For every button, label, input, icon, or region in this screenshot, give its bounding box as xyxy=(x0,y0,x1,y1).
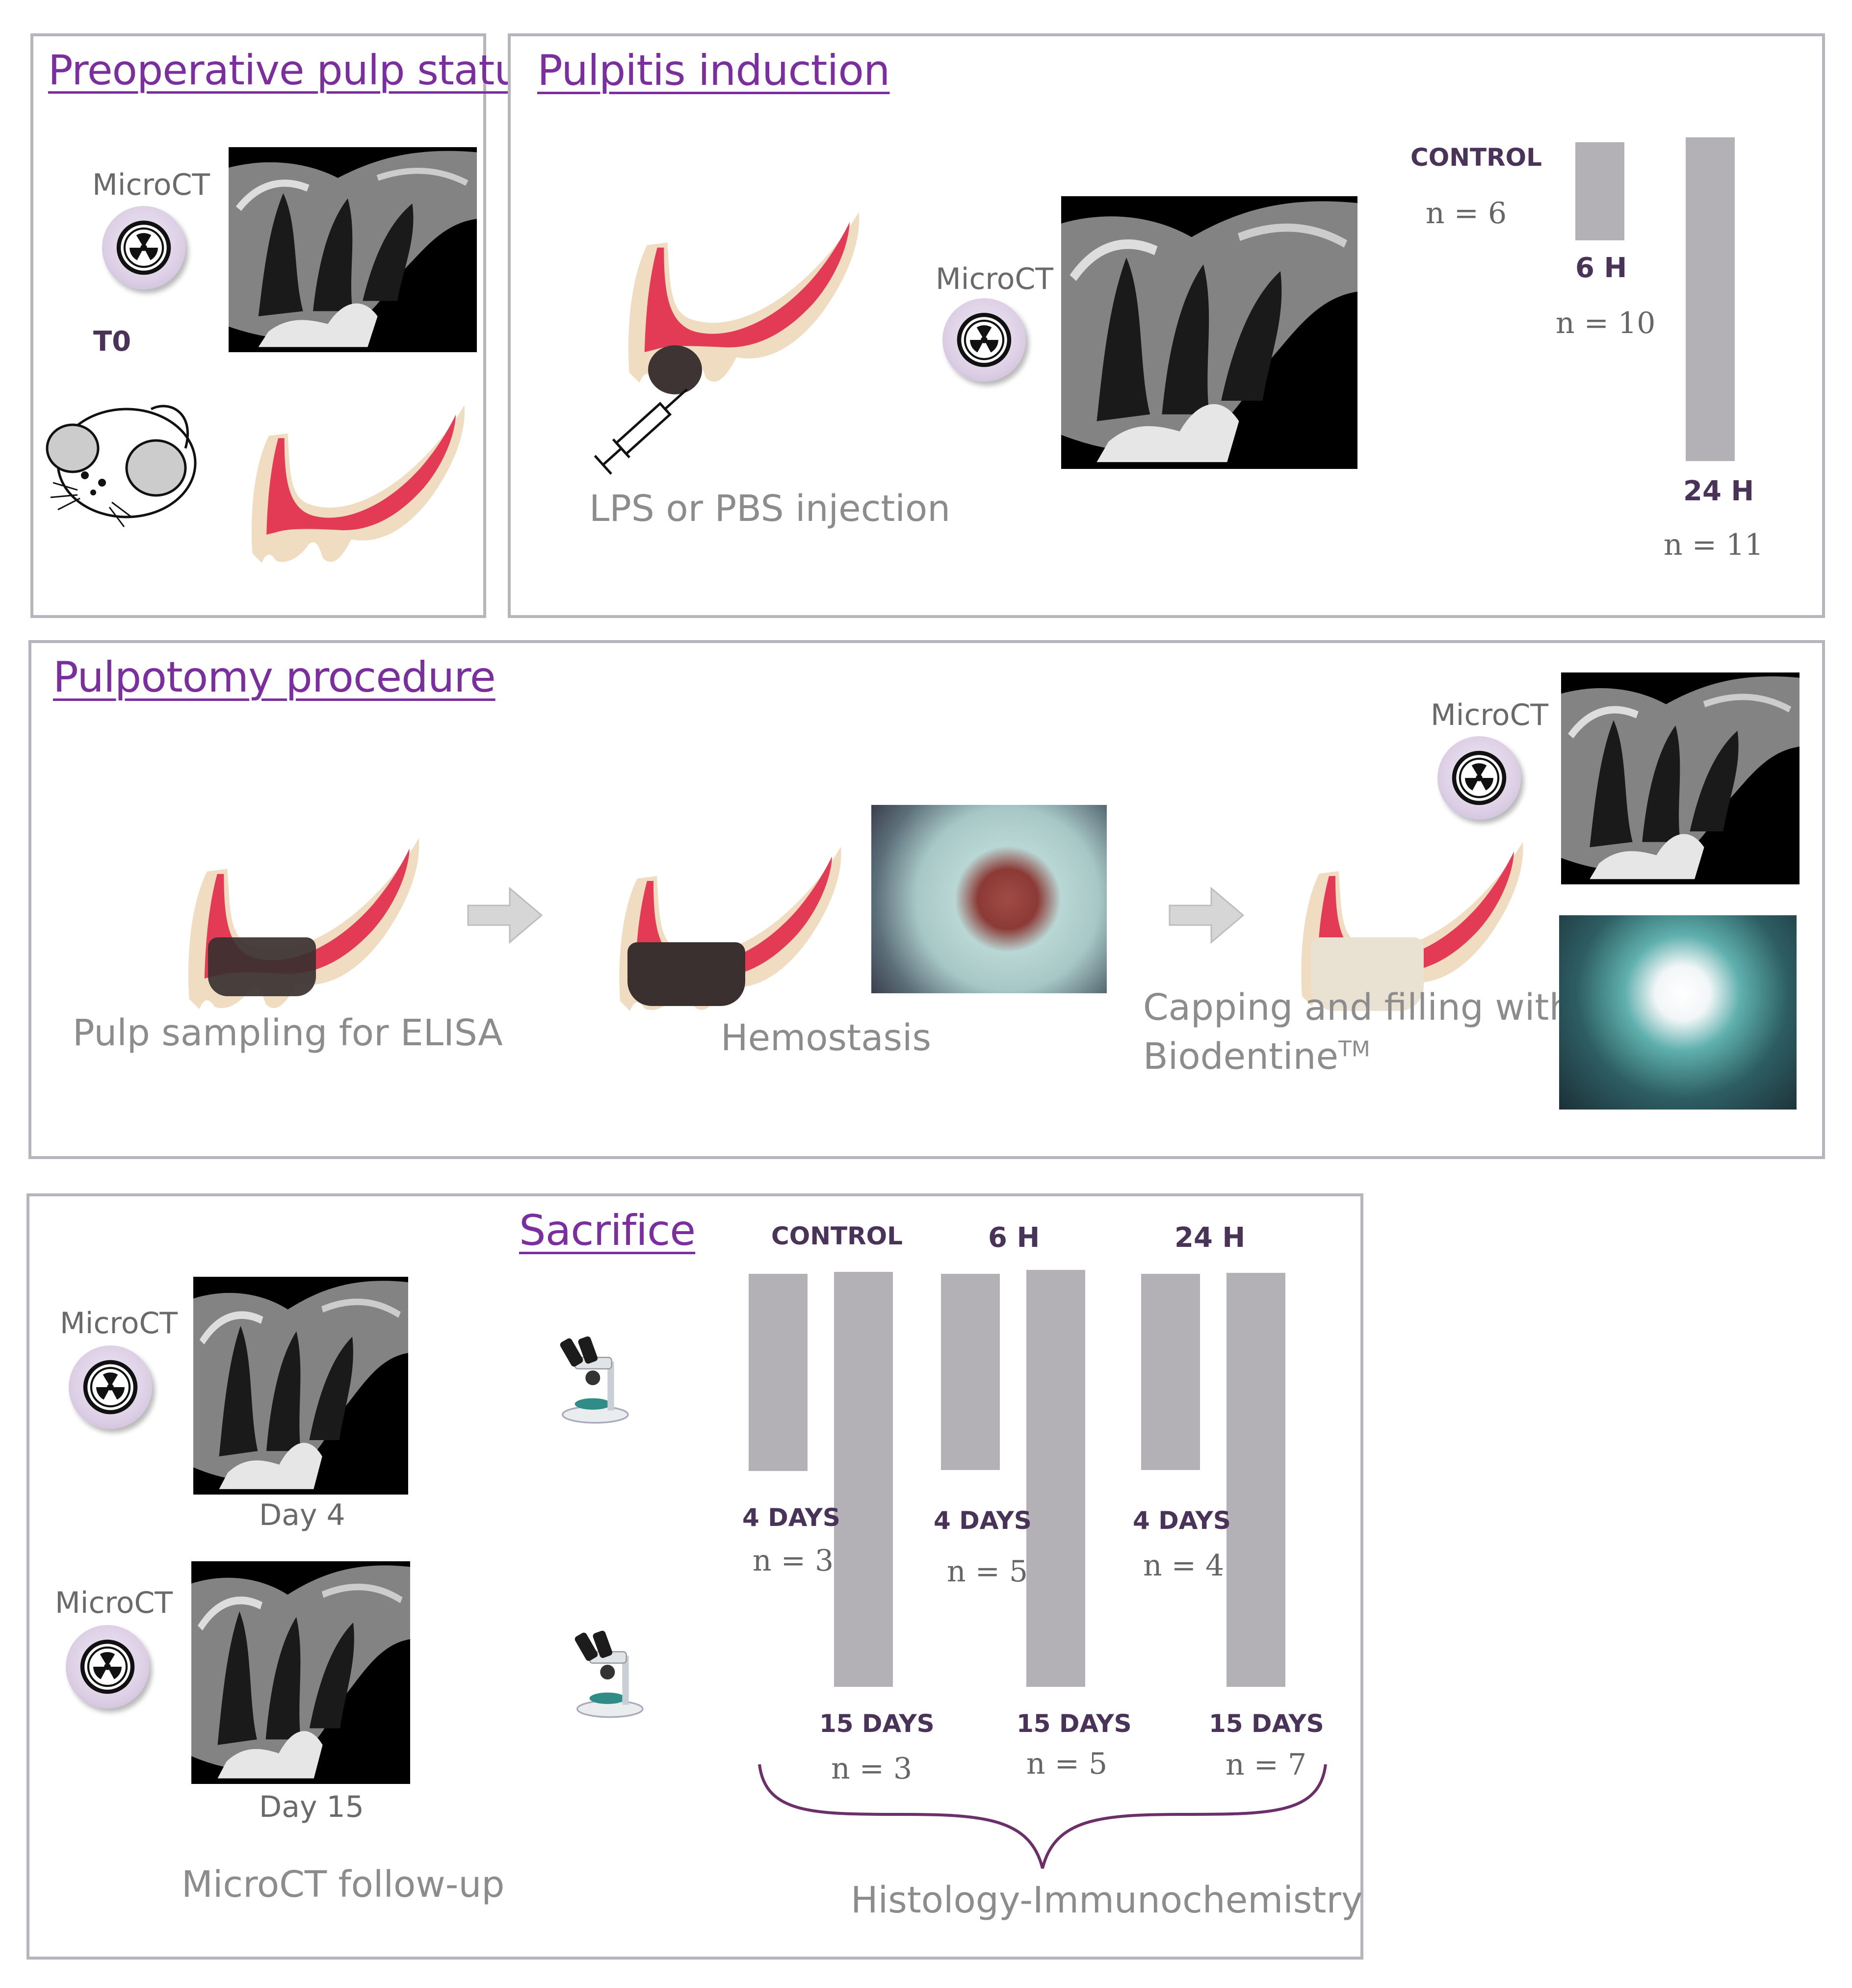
radiation-icon xyxy=(66,1625,149,1708)
24h-15days-n: n = 7 xyxy=(1226,1748,1307,1782)
pulpitis-24h-label: 24 H xyxy=(1683,475,1754,507)
pulpitis-6h-bar xyxy=(1575,142,1624,240)
preop-ct-image xyxy=(229,147,477,352)
24h-15days-bar xyxy=(1226,1273,1285,1687)
day15-ct-image xyxy=(191,1561,410,1784)
6h-15days-bar xyxy=(1026,1270,1085,1687)
pulpotomy-title: Pulpotomy procedure xyxy=(53,653,496,702)
pulpotomy-panel: Pulpotomy procedure Pulp sampling for EL… xyxy=(28,640,1825,1159)
radiation-icon xyxy=(69,1345,152,1429)
pulpotomy-ct-image xyxy=(1561,672,1800,884)
pulpotomy-microct-label: MicroCT xyxy=(1431,698,1549,732)
microscope-icon xyxy=(564,1623,648,1721)
sacrifice-6h-label: 6 H xyxy=(988,1222,1040,1254)
radiation-icon xyxy=(1437,736,1521,820)
brace-icon xyxy=(756,1760,1330,1873)
6h-4days-bar xyxy=(941,1274,1000,1470)
sacrifice-microct-label-a: MicroCT xyxy=(60,1306,178,1341)
injection-label: LPS or PBS injection xyxy=(589,488,951,530)
arrow-right-icon xyxy=(1165,883,1248,947)
control-4days-bar xyxy=(749,1274,808,1471)
pulpitis-title: Pulpitis induction xyxy=(537,46,890,95)
step-2-label: Hemostasis xyxy=(721,1017,932,1059)
day15-label: Day 15 xyxy=(259,1790,364,1824)
24h-4days-n: n = 4 xyxy=(1143,1549,1225,1583)
day4-ct-image xyxy=(193,1277,408,1495)
6h-15days-n: n = 5 xyxy=(1026,1747,1108,1781)
6h-4days-label: 4 DAYS xyxy=(934,1506,1032,1535)
sampled-pulp xyxy=(208,937,316,996)
sacrifice-24h-label: 24 H xyxy=(1174,1222,1246,1254)
preop-microct-label: MicroCT xyxy=(92,168,210,202)
preop-title: Preoperative pulp status xyxy=(48,46,541,94)
control-15days-n: n = 3 xyxy=(831,1752,913,1786)
biodentine-filling xyxy=(1311,937,1424,1011)
sacrifice-title: Sacrifice xyxy=(519,1206,696,1255)
preop-tooth-diagram xyxy=(234,394,469,581)
pulpitis-control-n: n = 6 xyxy=(1426,196,1507,231)
sacrifice-control-label: CONTROL xyxy=(771,1222,903,1250)
6h-15days-label: 15 DAYS xyxy=(1017,1709,1132,1738)
capping-photo xyxy=(1559,915,1797,1110)
control-15days-bar xyxy=(834,1272,893,1687)
pulpitis-24h-n: n = 11 xyxy=(1664,528,1764,562)
24h-15days-label: 15 DAYS xyxy=(1209,1709,1324,1738)
sampling-tooth-diagram xyxy=(169,829,424,1026)
followup-label: MicroCT follow-up xyxy=(182,1863,505,1906)
24h-4days-bar xyxy=(1141,1274,1200,1470)
hemostasis-cavity xyxy=(627,942,745,1006)
pulpitis-panel: Pulpitis induction LPS or PBS injection … xyxy=(508,33,1825,618)
step-3-label-line2: BiodentineTM xyxy=(1143,1035,1370,1078)
pulpitis-microct-label: MicroCT xyxy=(936,262,1054,296)
radiation-icon xyxy=(942,298,1026,382)
mouse-icon xyxy=(38,394,200,542)
day4-label: Day 4 xyxy=(259,1498,345,1532)
pulpitis-6h-label: 6 H xyxy=(1575,252,1627,284)
hemostasis-photo xyxy=(871,805,1107,993)
control-4days-label: 4 DAYS xyxy=(742,1503,840,1532)
pulpitis-24h-bar xyxy=(1686,137,1735,461)
sacrifice-microct-label-b: MicroCT xyxy=(55,1586,173,1620)
control-15days-label: 15 DAYS xyxy=(819,1709,935,1738)
preop-panel: Preoperative pulp status MicroCT T0 xyxy=(30,33,541,618)
microscope-icon xyxy=(549,1329,633,1427)
histology-label: Histology-Immunochemistry xyxy=(851,1879,1363,1921)
arrow-right-icon xyxy=(463,883,547,947)
pulpitis-ct-image xyxy=(1061,196,1357,469)
lps-injection-site xyxy=(648,345,702,394)
pulpitis-6h-n: n = 10 xyxy=(1556,306,1656,340)
pulpitis-control-label: CONTROL xyxy=(1410,143,1542,172)
control-4days-n: n = 3 xyxy=(753,1544,834,1578)
syringe-icon xyxy=(579,370,707,488)
sacrifice-panel: Sacrifice MicroCT Day 4 MicroCT Day 15 M… xyxy=(26,1193,1363,1960)
24h-4days-label: 4 DAYS xyxy=(1133,1506,1231,1535)
radiation-icon xyxy=(102,206,185,289)
step-3-label-line1: Capping and filling with xyxy=(1143,986,1572,1029)
step-1-label: Pulp sampling for ELISA xyxy=(73,1012,503,1054)
t0-label: T0 xyxy=(93,326,131,358)
6h-4days-n: n = 5 xyxy=(947,1554,1028,1589)
